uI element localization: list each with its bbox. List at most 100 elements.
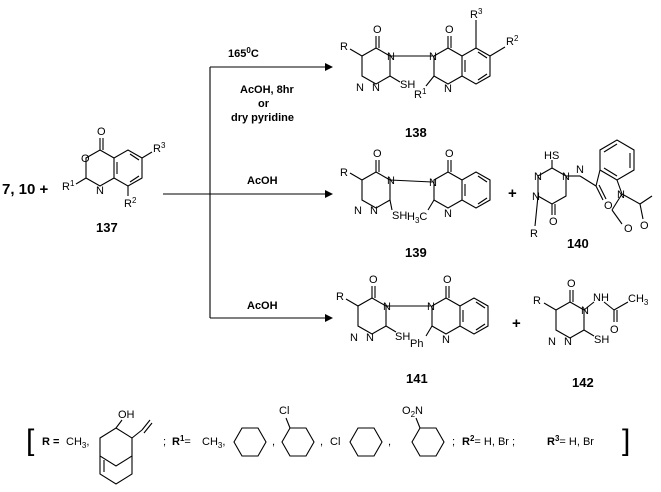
group-oh: OH	[118, 409, 135, 421]
substituent-r2: R2	[124, 196, 137, 210]
compound-label-142: 142	[572, 375, 594, 390]
product-140: HS N N N N O O R N O O 140	[530, 139, 653, 251]
condition-temperature: 1650C	[228, 46, 259, 60]
atom-o: O	[567, 278, 576, 290]
atom-o: O	[549, 216, 558, 228]
group-ch3: CH3	[628, 293, 649, 307]
substituent-r: R	[533, 295, 541, 307]
plus-sign: +	[508, 185, 517, 202]
condition-acoh-8hr: AcOH, 8hr	[240, 84, 295, 96]
atom-n: N	[387, 51, 395, 63]
atom-n: N	[383, 301, 391, 313]
atom-n: N	[356, 82, 364, 94]
conditions: 1650C AcOH, 8hr or dry pyridine AcOH AcO…	[228, 46, 295, 312]
phenyl-ring	[233, 427, 267, 457]
product-142: O R N N N SH NH O CH3 142	[533, 278, 649, 390]
legend-r-eq: R =	[42, 436, 59, 448]
legend-close-bracket: ]	[622, 424, 630, 457]
plus-sign: +	[512, 315, 521, 332]
condition-dry-pyridine: dry pyridine	[231, 112, 294, 124]
reactant-prefix: 7, 10 +	[2, 181, 49, 198]
group-sh: SH	[594, 334, 609, 346]
atom-n: N	[350, 332, 358, 344]
compound-label-139: 139	[405, 245, 427, 260]
atom-o: O	[373, 24, 382, 36]
atom-o: O	[640, 220, 649, 232]
legend-ch3: CH3,	[202, 436, 225, 450]
legend-comma: ,	[272, 436, 275, 448]
atom-n: N	[429, 177, 437, 189]
o-chlorophenyl-ring	[281, 427, 315, 457]
atom-n: N	[387, 175, 395, 187]
product-138: O R N N N SH O N N R3 R2 R1 138	[340, 7, 519, 140]
product-139: O R N N N SH O N N H3C 139	[340, 148, 491, 260]
compound-label-140: 140	[567, 236, 589, 251]
legend-semicolon: ;	[163, 436, 166, 448]
group-sh: SH	[392, 210, 407, 222]
substituent-r: R	[340, 167, 348, 179]
atom-n: N	[366, 332, 374, 344]
atom-n: N	[581, 305, 589, 317]
legend-comma: ,	[320, 436, 323, 448]
compound-label-137: 137	[96, 220, 118, 235]
legend-semicolon: ;	[452, 436, 455, 448]
atom-o: O	[604, 200, 613, 212]
atom-n: N	[562, 171, 570, 183]
substituent-r3: R3	[470, 7, 483, 21]
group-hs: HS	[544, 150, 559, 162]
substituent-r: R	[336, 291, 344, 303]
atom-o: O	[445, 24, 454, 36]
atom-cl: Cl	[330, 436, 340, 448]
atom-n: N	[354, 205, 362, 217]
atom-o: O	[610, 324, 619, 336]
group-nh: NH	[593, 292, 609, 304]
atom-n: N	[427, 301, 435, 313]
condition-acoh-bottom: AcOH	[247, 300, 278, 312]
condition-acoh-middle: AcOH	[247, 175, 278, 187]
atom-n: N	[576, 164, 584, 176]
atom-n: N	[372, 82, 380, 94]
atom-cl: Cl	[279, 405, 289, 417]
atom-o: O	[624, 223, 633, 235]
legend-ch3: CH3,	[66, 436, 89, 450]
atom-o: O	[445, 148, 454, 160]
atom-o: O	[81, 153, 90, 165]
atom-n: N	[617, 189, 625, 201]
group-sh: SH	[395, 331, 410, 343]
reactant-137: 7, 10 + O O N R1 R3 R2 137	[2, 126, 166, 235]
condition-or: or	[258, 98, 270, 110]
substituent-r3: R3	[153, 141, 166, 155]
reaction-arrows	[163, 63, 333, 322]
p-chlorophenyl-ring	[349, 427, 383, 457]
substituent-r1: R1	[414, 87, 427, 101]
legend-comma: ,	[388, 436, 391, 448]
legend-open-bracket: [	[26, 424, 35, 457]
compound-label-141: 141	[406, 371, 428, 386]
product-141: O R N N N SH O N N Ph 141	[336, 274, 489, 386]
substituent-r2: R2	[506, 34, 519, 48]
atom-n: N	[548, 336, 556, 348]
atom-n: N	[532, 191, 540, 203]
atom-o: O	[369, 274, 378, 286]
substituent-r1: R1	[62, 179, 75, 193]
atom-n: N	[564, 336, 572, 348]
substituent-r: R	[340, 41, 348, 53]
atom-n: N	[444, 208, 452, 220]
atom-o: O	[443, 274, 452, 286]
legend-r1: R1=	[172, 434, 191, 448]
atom-n: N	[429, 51, 437, 63]
group-ph: Ph	[410, 338, 423, 350]
atom-n: N	[534, 171, 542, 183]
atom-o: O	[97, 126, 106, 138]
substituent-legend: [ R = CH3, OH ; R1= CH3, , Cl , Cl , O2N…	[26, 405, 630, 485]
group-no2: O2N	[402, 405, 423, 419]
atom-n: N	[442, 334, 450, 346]
atom-o: O	[373, 148, 382, 160]
atom-n: N	[96, 185, 104, 197]
atom-n: N	[444, 83, 452, 95]
group-sh: SH	[400, 79, 415, 91]
legend-r2: R2= H, Br ;	[462, 434, 515, 448]
atom-n: N	[370, 205, 378, 217]
substituent-r: R	[530, 228, 538, 240]
